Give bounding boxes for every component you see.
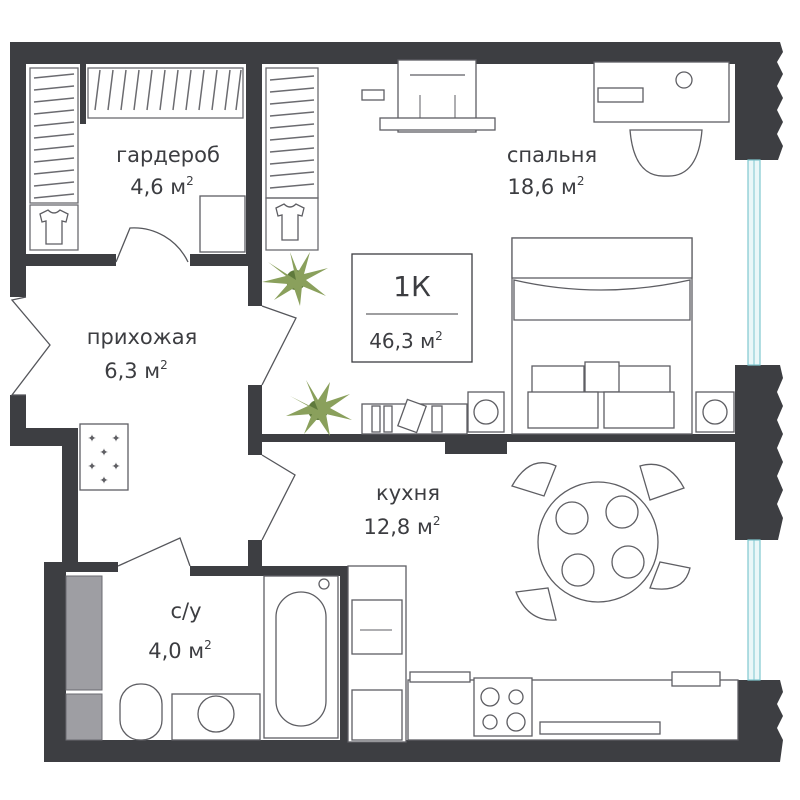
room-area-kitchen: 12,8 м2 (364, 514, 441, 539)
svg-text:✦: ✦ (87, 460, 96, 473)
room-name-kitchen: кухня (376, 481, 440, 505)
tshirt-icon (275, 203, 305, 241)
bathroom-furniture (65, 575, 339, 741)
kitchen-furniture (347, 462, 739, 743)
svg-text:✦: ✦ (99, 446, 108, 459)
apartment-type: 1К (393, 270, 431, 303)
room-name-hallway: прихожая (87, 325, 197, 349)
windows (747, 159, 761, 681)
svg-text:✦: ✦ (87, 432, 96, 445)
bedroom-furniture (262, 59, 735, 436)
plant-icon (286, 380, 352, 436)
wardrobe-shelves (29, 67, 319, 253)
room-area-wardrobe: 4,6 м2 (130, 174, 194, 199)
room-area-bedroom: 18,6 м2 (508, 174, 585, 199)
room-area-bathroom: 4,0 м2 (148, 638, 212, 663)
tshirt-icon (39, 209, 69, 245)
room-area-hallway: 6,3 м2 (104, 358, 168, 383)
hallway-furniture: ✦✦ ✦ ✦✦ ✦ (79, 423, 129, 491)
room-labels: гардероб 4,6 м2 спальня 18,6 м2 прихожая… (87, 143, 597, 663)
doors (10, 227, 297, 567)
walls (10, 42, 783, 762)
room-name-bedroom: спальня (507, 143, 597, 167)
room-name-bathroom: с/у (170, 599, 201, 623)
room-name-wardrobe: гардероб (116, 143, 220, 167)
svg-text:✦: ✦ (111, 460, 120, 473)
svg-text:✦: ✦ (111, 432, 120, 445)
svg-text:✦: ✦ (99, 474, 108, 487)
apartment-type-badge: 1К 46,3 м2 (351, 253, 473, 363)
plant-icon (262, 252, 328, 306)
total-area: 46,3 м2 (369, 329, 443, 353)
